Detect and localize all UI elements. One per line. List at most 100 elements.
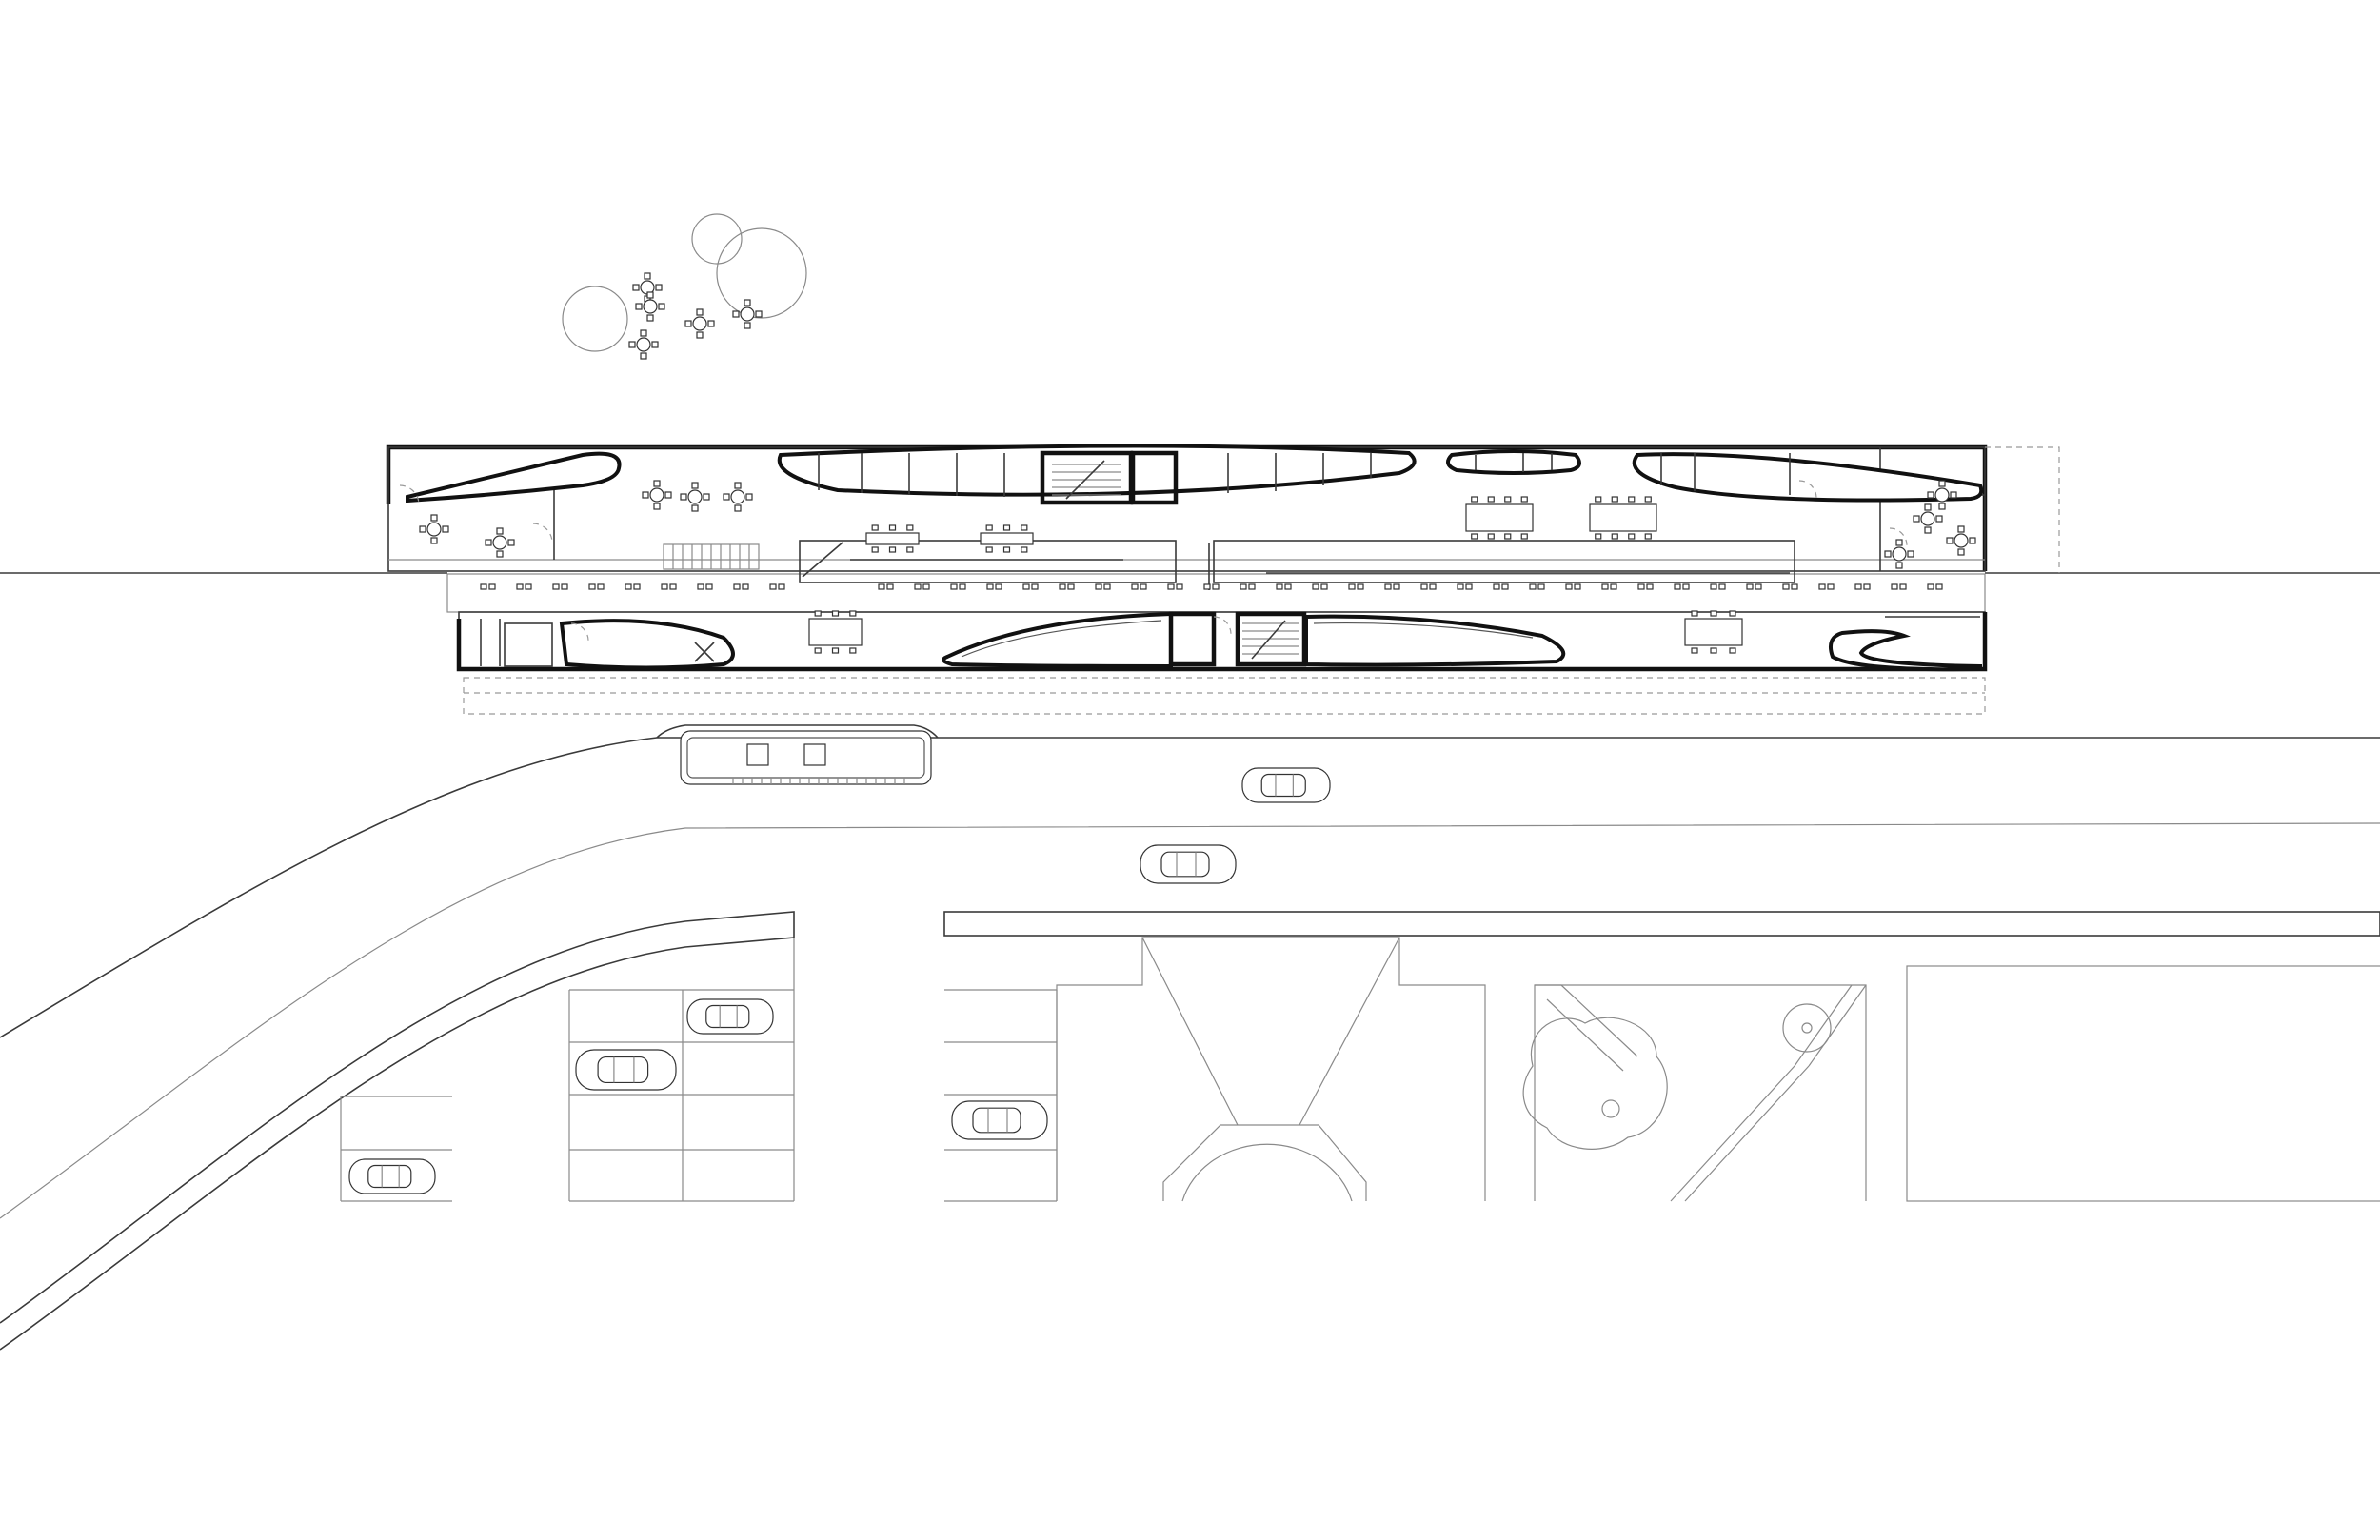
corridor-seat	[1095, 583, 1111, 590]
round-table	[635, 291, 665, 322]
rect-table	[865, 524, 920, 553]
car	[686, 998, 774, 1035]
corridor-seat	[516, 583, 532, 590]
corridor-seat	[1240, 583, 1256, 590]
tree-large	[716, 227, 807, 319]
corridor-seat	[661, 583, 677, 590]
corridor-seat	[588, 583, 605, 590]
octagon-monument	[1162, 1124, 1367, 1201]
corridor-seat	[950, 583, 966, 590]
pod-lower-center	[942, 611, 1173, 669]
curb-upper	[0, 737, 2380, 1038]
corridor-seat	[1782, 583, 1798, 590]
round-table	[684, 308, 715, 339]
plaza	[1056, 937, 2380, 1202]
pod-lower-right-center	[1304, 614, 1566, 667]
corridor-seat	[914, 583, 930, 590]
corridor-seat	[1710, 583, 1726, 590]
corridor-seat	[1818, 583, 1835, 590]
corridor-seat	[878, 583, 894, 590]
pod-upper-small	[1446, 449, 1581, 475]
rect-table	[980, 524, 1034, 553]
pod-upper-left	[406, 451, 622, 503]
lower-volume-wall	[456, 612, 1988, 672]
round-table	[419, 514, 449, 544]
round-table	[732, 299, 763, 329]
corridor-seat	[552, 583, 568, 590]
corridor-seat	[1529, 583, 1545, 590]
upper-center-cells	[818, 453, 1372, 497]
pod-upper-center	[777, 444, 1417, 497]
car	[575, 1049, 677, 1091]
canopy-dashed	[463, 677, 1986, 715]
median-right	[943, 911, 2380, 937]
corridor-seat	[769, 583, 785, 590]
lower-left-room	[504, 622, 553, 667]
corridor-seat	[1601, 583, 1617, 590]
tree-left	[562, 286, 628, 352]
corridor-seat	[1312, 583, 1328, 590]
corridor-seat	[1131, 583, 1147, 590]
rect-table	[808, 610, 863, 654]
corridor-seat	[1674, 583, 1690, 590]
building-plan	[386, 444, 2060, 715]
corridor-seat	[1420, 583, 1437, 590]
round-table	[628, 329, 659, 360]
lower-core-room	[1168, 611, 1217, 667]
round-table	[1946, 525, 1976, 556]
corridor-seat	[1493, 583, 1509, 590]
central-corridor	[446, 573, 1986, 613]
road-network	[0, 724, 2380, 1351]
dashed-extension	[1985, 446, 2060, 573]
rect-table	[1465, 496, 1534, 540]
corridor-seat	[1746, 583, 1762, 590]
stair-treads-upper	[1052, 460, 1121, 500]
round-table	[723, 482, 753, 512]
vehicles-layer	[348, 730, 1331, 1194]
pod-lower-right	[1829, 629, 1982, 672]
rect-table	[1684, 610, 1743, 654]
corridor-seat	[1891, 583, 1907, 590]
corridor-seat	[1203, 583, 1220, 590]
door-swings	[399, 480, 1908, 642]
bus	[680, 730, 932, 785]
round-table	[632, 272, 663, 303]
corridor-seat	[1854, 583, 1871, 590]
corridor-seat	[1059, 583, 1075, 590]
stair-flight-corridor	[663, 543, 760, 570]
car	[951, 1100, 1048, 1140]
corridor-seat	[733, 583, 749, 590]
corridor-seat	[1457, 583, 1473, 590]
corridor-seat	[1637, 583, 1654, 590]
round-table	[485, 527, 515, 558]
corridor-seat	[480, 583, 496, 590]
car	[1241, 767, 1331, 803]
car	[348, 1158, 436, 1194]
round-table	[1884, 539, 1914, 569]
trees-top	[562, 213, 807, 352]
parking-area	[340, 938, 1058, 1202]
central-core-right	[1213, 540, 1795, 583]
corridor-seat	[1384, 583, 1400, 590]
corridor-seat	[1565, 583, 1581, 590]
corridor-seat	[1022, 583, 1039, 590]
round-table	[680, 482, 710, 512]
curb-upper-bay	[656, 724, 939, 739]
plaza-tree-small	[1782, 1003, 1832, 1053]
elevator-upper	[1130, 450, 1179, 505]
core-diagonal	[802, 542, 843, 578]
corridor-seat	[697, 583, 713, 590]
furniture-layer	[419, 272, 1976, 654]
pod-upper-right	[1632, 452, 1984, 503]
corridor-seat	[1348, 583, 1364, 590]
round-table	[1913, 503, 1943, 534]
round-table	[1927, 480, 1957, 510]
pod-lower-left	[559, 619, 735, 670]
tree-small	[691, 213, 743, 265]
median-island	[0, 911, 795, 1351]
corridor-seat	[1927, 583, 1943, 590]
car	[1140, 844, 1237, 884]
corridor-seat	[1167, 583, 1183, 590]
round-table	[642, 480, 672, 510]
